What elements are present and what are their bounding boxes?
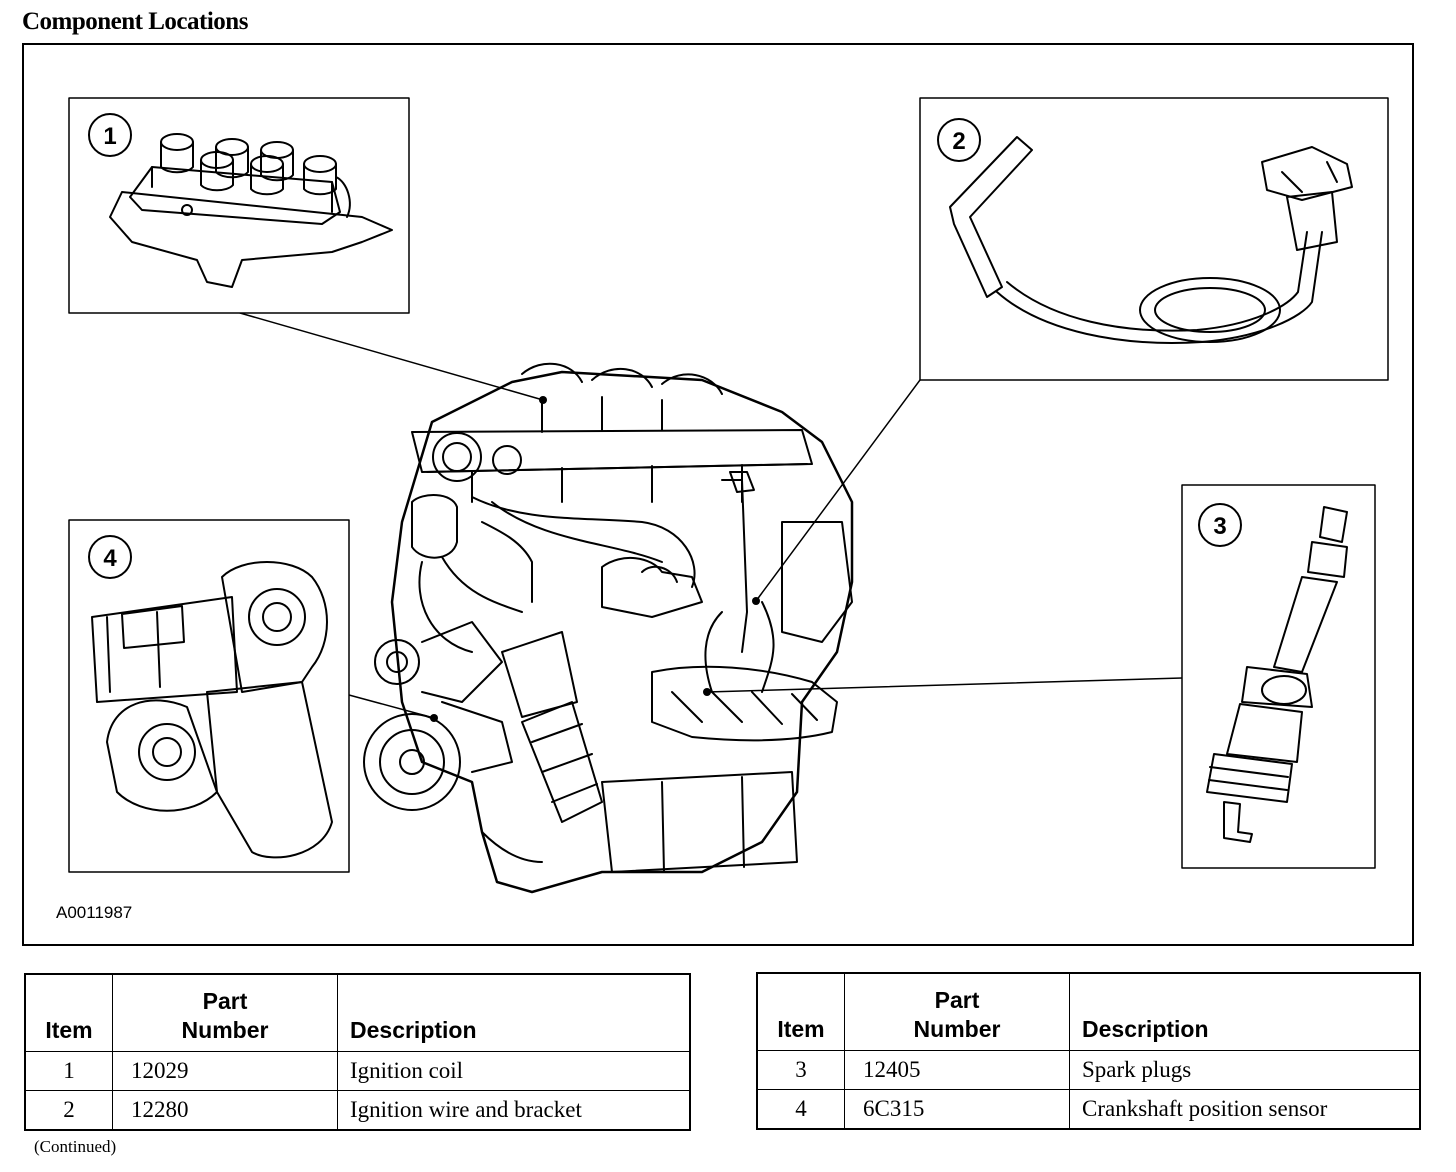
engine-illustration [363, 362, 854, 894]
figure-id: A0011987 [56, 903, 133, 922]
inset-crank-sensor: 4 [68, 519, 350, 873]
table-row: 3 12405 Spark plugs [756, 1050, 1421, 1090]
continued-note: (Continued) [34, 1137, 117, 1156]
cell-description: Crankshaft position sensor [1069, 1089, 1421, 1130]
cell-description: Spark plugs [1069, 1050, 1421, 1090]
cell-description: Ignition coil [337, 1051, 691, 1091]
inset-ignition-coil: 1 [68, 97, 410, 314]
header-item: Item [24, 973, 113, 1052]
component-diagram: 1 2 3 [68, 97, 1389, 894]
cell-part-number: 12280 [112, 1090, 338, 1131]
header-description: Description [337, 973, 691, 1052]
figure-frame: 1 2 3 [22, 43, 1414, 946]
table-row: 4 6C315 Crankshaft position sensor [756, 1089, 1421, 1130]
page-title: Component Locations [22, 8, 248, 35]
cell-description: Ignition wire and bracket [337, 1090, 691, 1131]
leader-dots [430, 396, 760, 722]
header-item: Item [756, 972, 845, 1051]
callout-number-3: 3 [1213, 513, 1226, 540]
cell-part-number: 12029 [112, 1051, 338, 1091]
inset-spark-plug: 3 [1181, 484, 1376, 869]
cell-part-number: 12405 [844, 1050, 1070, 1090]
callout-number-4: 4 [103, 545, 117, 572]
inset-ignition-wire: 2 [919, 97, 1389, 381]
callout-number-2: 2 [952, 128, 965, 155]
cell-part-number: 6C315 [844, 1089, 1070, 1130]
cell-item: 1 [24, 1051, 113, 1091]
header-description: Description [1069, 972, 1421, 1051]
table-row: 2 12280 Ignition wire and bracket [24, 1090, 691, 1131]
cell-item: 3 [756, 1050, 845, 1090]
callout-number-1: 1 [103, 123, 116, 150]
table-row: 1 12029 Ignition coil [24, 1051, 691, 1091]
cell-item: 4 [756, 1089, 845, 1130]
leader-lines [239, 312, 1183, 719]
cell-item: 2 [24, 1090, 113, 1131]
